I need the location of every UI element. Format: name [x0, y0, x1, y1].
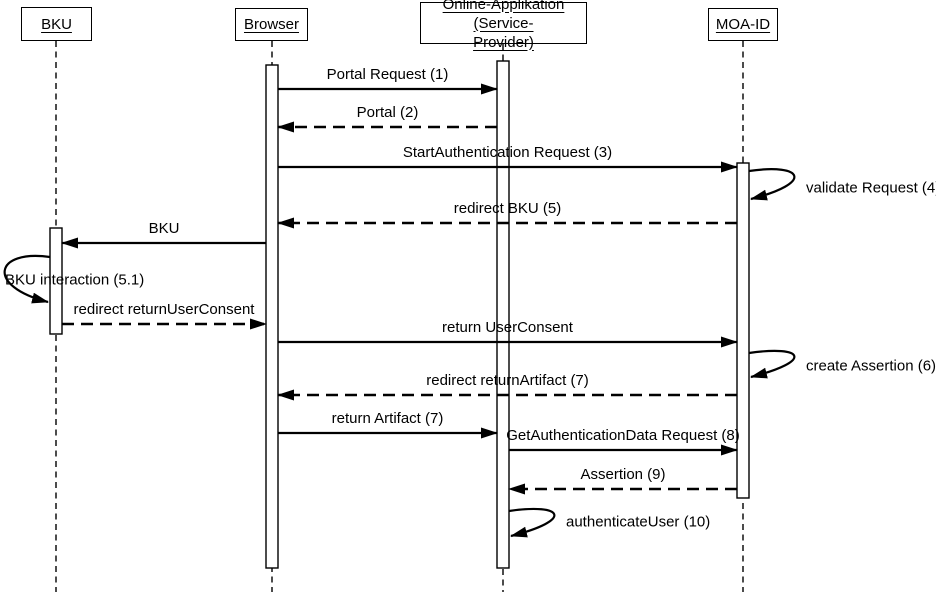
message-label-assertion: Assertion (9): [580, 466, 666, 483]
actor-online-applikation: Online-Applikation (Service- Provider): [420, 0, 587, 51]
actor-online-applikation-label-line2: Provider): [473, 33, 534, 51]
message-label-bku: BKU: [148, 220, 180, 237]
actor-online-applikation-label-line1: Online-Applikation (Service-: [442, 0, 565, 32]
actor-moa-id: MOA-ID: [708, 8, 778, 41]
message-label-return-user-consent: return UserConsent: [442, 319, 573, 336]
message-label-create-assertion: create Assertion (6): [806, 357, 936, 375]
actor-browser: Browser: [235, 8, 308, 41]
message-label-portal: Portal (2): [356, 104, 419, 121]
actor-moa-id-label: MOA-ID: [715, 16, 771, 33]
actor-bku: BKU: [21, 7, 92, 41]
message-label-bku-interaction: BKU interaction (5.1): [5, 271, 145, 289]
self-message-arrow-bku-1: [3, 254, 51, 304]
activation-bar-bku: [49, 227, 63, 335]
self-message-arrow-oa-3: [508, 507, 556, 538]
message-label-redirect-bku: redirect BKU (5): [453, 200, 562, 217]
self-message-arrow-moa-2: [748, 349, 796, 379]
message-label-start-authentication-request: StartAuthentication Request (3): [402, 144, 613, 161]
message-label-redirect-return-artifact: redirect returnArtifact (7): [426, 372, 589, 389]
message-label-get-authentication-data-request: GetAuthenticationData Request (8): [506, 427, 740, 444]
message-label-authenticate-user: authenticateUser (10): [566, 513, 711, 531]
activation-bar-moa: [736, 162, 750, 499]
activation-bar-oa: [496, 60, 510, 569]
actor-browser-label: Browser: [243, 16, 299, 33]
message-label-return-artifact: return Artifact (7): [331, 410, 444, 427]
self-message-arrow-moa-0: [748, 168, 796, 201]
activation-bar-browser: [265, 64, 279, 569]
message-label-redirect-return-user-consent: redirect returnUserConsent: [73, 301, 255, 318]
message-label-validate-request: validate Request (4): [806, 179, 936, 197]
actor-bku-label: BKU: [41, 15, 72, 33]
message-label-portal-request: Portal Request (1): [326, 66, 449, 83]
